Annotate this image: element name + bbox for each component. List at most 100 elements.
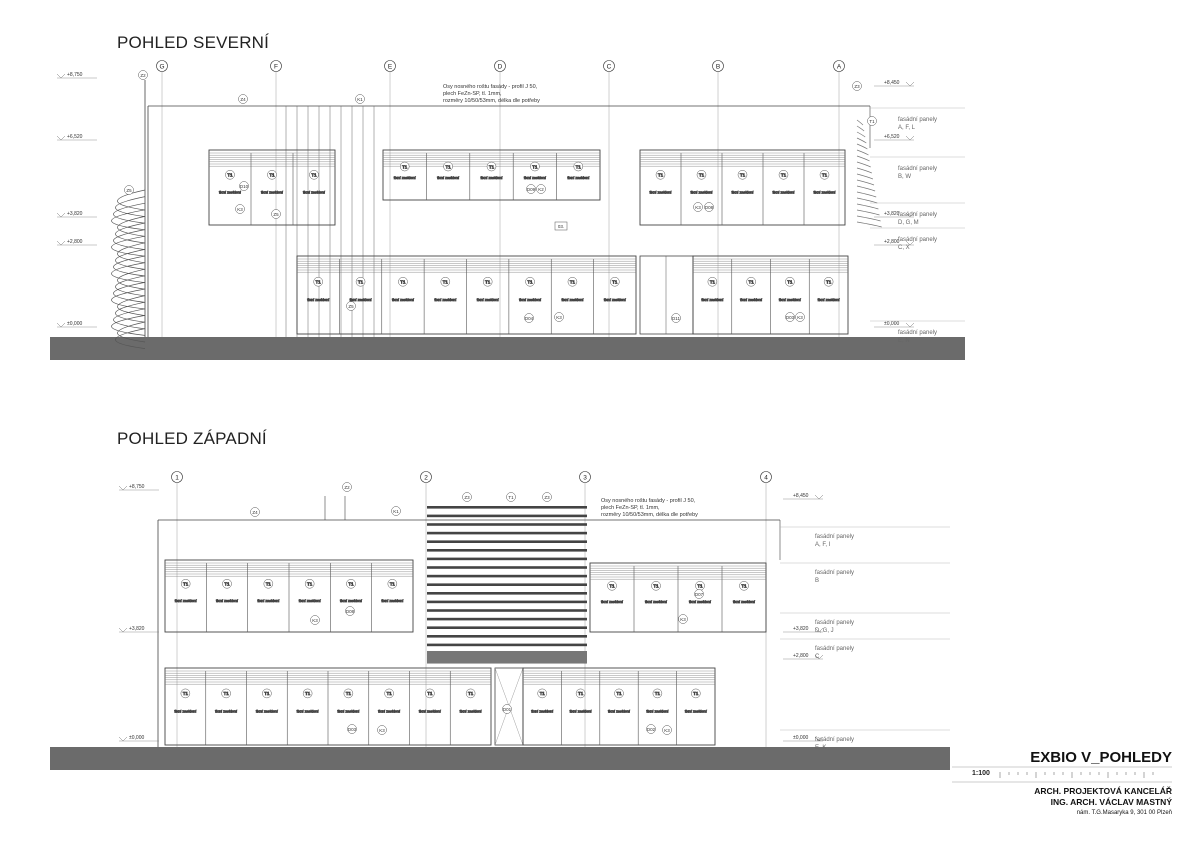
west-panel-label: fasádní panely — [815, 620, 854, 626]
north-win-2-t1-tag-circle — [486, 161, 497, 172]
north-tag-k3-d-label: K3 — [797, 315, 803, 320]
west-panel-label: fasádní panely — [815, 534, 854, 540]
north-level-marks: +8,750+6,520+3,820+2,800±0,000+8,450+6,5… — [56, 72, 915, 328]
west-level-left-marker — [118, 485, 128, 491]
west-win-4-t1-tag-circle — [614, 688, 624, 699]
north-tag-z5-circle — [124, 185, 134, 195]
west-tag-t1-circle — [506, 492, 516, 502]
west-level-left-text: +3,820 — [129, 626, 145, 632]
stair-step — [117, 321, 146, 343]
north-tag-d11-circle — [671, 313, 681, 323]
west-sunshade-slat — [427, 557, 587, 561]
stair-step — [117, 216, 146, 237]
north-panel-label: fasádní panely — [898, 237, 937, 243]
north-win-4-glass-label: fixní zasklení — [519, 298, 542, 302]
west-win-4-t1-tag-circle — [575, 688, 586, 699]
west-level-left-text: +8,750 — [129, 484, 145, 490]
west-win-1-t1-tag-label: T1 — [390, 582, 396, 587]
right-stair-step — [856, 203, 879, 210]
north-win-3-glass-label: fixní zasklení — [814, 191, 837, 195]
north-tag-d08-label: D08 — [705, 205, 714, 210]
north-level-right-text: +2,800 — [884, 239, 900, 245]
right-stair-step — [856, 161, 871, 168]
stair-step — [115, 222, 146, 244]
north-win-1-t1-tag-label: T1 — [311, 173, 317, 178]
west-win-1-t1-tag-circle — [180, 579, 191, 589]
north-axis-label: A — [837, 64, 842, 71]
north-tag-k3-a-label: K3 — [237, 207, 243, 212]
north-level-right-text: +8,450 — [884, 80, 900, 86]
stair-step — [113, 308, 146, 330]
north-win-4-glass-label: fixní zasklení — [561, 298, 584, 302]
west-panel-code: C — [815, 654, 820, 660]
north-win-2-t1-tag-label: T1 — [576, 164, 582, 169]
north-win-4-glass-label: fixní zasklení — [604, 298, 627, 302]
north-win-5-t1-tag-circle — [746, 276, 756, 287]
north-panel-code: C, X — [898, 245, 910, 251]
west-win-2-t1-tag-label: T1 — [609, 584, 615, 589]
west-tag-k3-d-circle — [662, 725, 672, 735]
north-win-4-t1-tag-circle — [398, 276, 408, 287]
west-axis-label: 1 — [175, 475, 179, 482]
north-win-4-t1-tag-circle — [610, 276, 620, 287]
north-tag-z5-b-label: Z5 — [273, 212, 279, 217]
west-structural-note: Osy nosného roštu fasády - profil J 50,p… — [601, 498, 698, 518]
west-win-2-t1-tag-circle — [607, 581, 617, 591]
north-level-right-text: +3,820 — [884, 211, 900, 217]
north-axis-bubble — [270, 60, 282, 72]
north-tag-k2-label: K2 — [538, 187, 544, 192]
west-win-4-t1-tag-label: T1 — [616, 691, 622, 696]
stair-step — [111, 235, 146, 257]
west-win-1-glass-label: fixní zasklení — [299, 599, 322, 603]
north-tag-d08-circle — [704, 202, 714, 212]
west-win-1-t1-tag-label: T1 — [266, 582, 272, 587]
stair-step — [113, 282, 146, 303]
right-stair-step — [856, 137, 867, 144]
west-sunshade-slat — [427, 600, 587, 604]
north-win-4-t1-tag-label: T1 — [527, 280, 533, 285]
north-win-1-glass-label: fixní zasklení — [219, 191, 242, 195]
west-win-3-t1-tag-label: T1 — [305, 691, 311, 696]
north-win-1-t1-tag-circle — [309, 170, 319, 180]
west-level-right-text: +3,820 — [793, 626, 809, 632]
right-stair-step — [856, 149, 869, 156]
stair-step — [115, 301, 146, 323]
north-win-1-t1-tag-label: T1 — [269, 173, 275, 178]
north-win-1-t1-tag-circle — [267, 170, 277, 180]
west-axis-label: 2 — [424, 475, 428, 482]
right-stair-step — [856, 119, 864, 126]
west-sunshade-slat — [427, 609, 587, 612]
north-win-3-t1-tag-circle — [737, 170, 748, 180]
north-tag-z3-label: Z3 — [854, 84, 860, 89]
west-note-line: rozměry 10/50/53mm, délka dle potřeby — [601, 512, 698, 518]
west-level-right-text: +8,450 — [793, 493, 809, 499]
west-win-3-glass-label: fixní zasklení — [419, 710, 442, 714]
west-sunshade-slat — [427, 617, 587, 621]
north-axis-bubble — [712, 60, 724, 72]
stair-step — [113, 229, 146, 250]
west-win-3-t1-tag-circle — [302, 688, 313, 699]
right-stair-step — [856, 179, 875, 186]
west-win-1-t1-tag-circle — [304, 579, 315, 589]
west-win-4-t1-tag-circle — [691, 688, 701, 699]
west-tag-k3-a-circle — [310, 615, 320, 625]
north-tag-k2-circle — [536, 184, 546, 194]
west-win-3-glass-label: fixní zasklení — [378, 710, 401, 714]
north-win-2-glass-label: fixní zasklení — [394, 176, 417, 180]
north-level-right-marker — [905, 135, 915, 141]
west-win-2-t1-tag-label: T1 — [697, 584, 703, 589]
west-level-right-text: +2,800 — [793, 653, 809, 659]
north-win-5-glass-label: fixní zasklení — [818, 298, 841, 302]
north-win-4-t1-tag-label: T1 — [443, 280, 449, 285]
west-win-4-t1-tag-circle — [537, 688, 547, 699]
north-win-5-t1-tag-circle — [823, 276, 834, 287]
north-tag-k3-c-label: K3 — [556, 315, 562, 320]
west-sunshade-slat — [427, 583, 587, 586]
north-tag-k3-b-label: K3 — [695, 205, 701, 210]
north-level-right-text: +6,520 — [884, 134, 900, 140]
right-stair-step — [856, 209, 880, 216]
